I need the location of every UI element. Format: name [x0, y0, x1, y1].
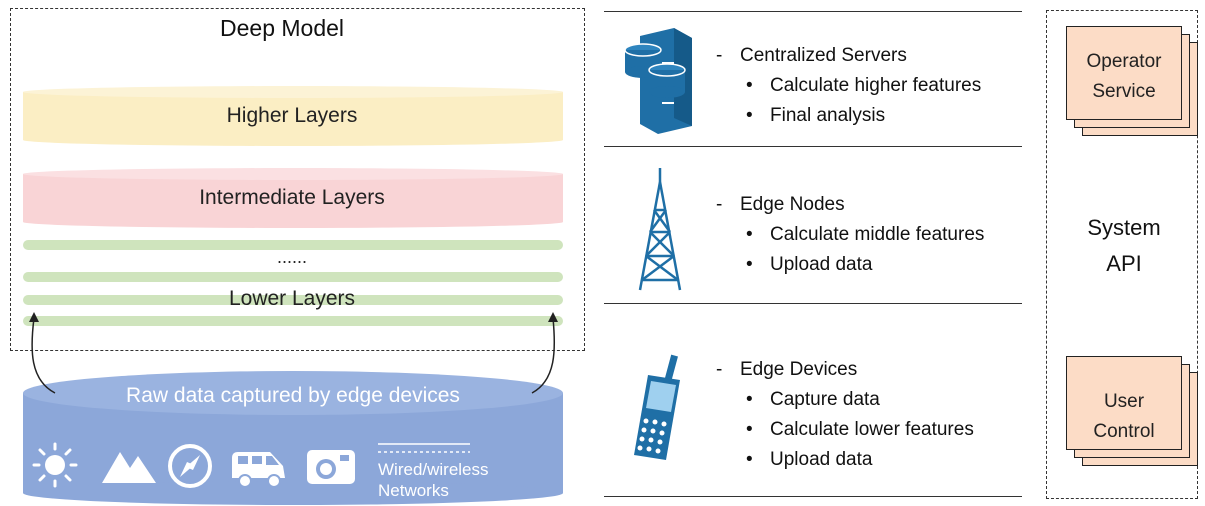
higher-layers-label: Higher Layers: [226, 104, 358, 127]
deep-model-box: [10, 8, 585, 351]
tier-divider-2: [604, 303, 1022, 304]
tier-bullet: Capture data: [740, 385, 974, 415]
tier-dash: -: [716, 359, 723, 380]
system-api-label: System API: [1066, 210, 1182, 282]
arrow-head-left: [29, 312, 39, 322]
tier-title: Centralized Servers: [740, 45, 907, 66]
system-api-box: [1046, 10, 1198, 499]
tier-bullet: Upload data: [740, 250, 984, 280]
compass-icon: [168, 444, 212, 488]
networks-label-line2: Networks: [378, 481, 449, 500]
tier-divider-1: [604, 146, 1022, 147]
operator-service-line2: Service: [1092, 81, 1156, 102]
system-api-line2: API: [1106, 251, 1142, 276]
tier-title: Edge Nodes: [740, 194, 845, 215]
intermediate-layers-disk: [23, 168, 563, 228]
tower-icon: [638, 168, 682, 291]
lower-layers-label: Lower Layers: [228, 287, 356, 310]
tier-bullet: Calculate higher features: [740, 71, 981, 101]
system-api-line1: System: [1087, 215, 1161, 240]
sun-icon: [32, 442, 78, 488]
networks-label-line1: Wired/wireless: [378, 460, 489, 479]
tier-edge-nodes: - Edge Nodes Calculate middle features U…: [716, 190, 984, 280]
network-lines: [378, 443, 470, 453]
tier-centralized-servers: - Centralized Servers Calculate higher f…: [716, 41, 981, 131]
tier-divider-top: [604, 11, 1022, 12]
user-control-line1: User: [1103, 391, 1145, 412]
deep-model-title: Deep Model: [220, 15, 345, 41]
tier-edge-devices: - Edge Devices Capture data Calculate lo…: [716, 355, 974, 475]
upload-arrows: [31, 317, 556, 394]
tier-dash: -: [716, 194, 723, 215]
lower-layers-disks: [23, 240, 563, 326]
camera-icon: [307, 450, 355, 484]
tier-dash: -: [716, 45, 723, 66]
tier-divider-bottom: [604, 496, 1022, 497]
raw-data-label: Raw data captured by edge devices: [126, 384, 460, 407]
operator-service-label: Operator Service: [1066, 47, 1182, 107]
server-icon: [624, 28, 692, 134]
tier-bullet: Upload data: [740, 445, 974, 475]
intermediate-layers-label: Intermediate Layers: [199, 186, 385, 209]
operator-service-line1: Operator: [1086, 51, 1162, 72]
user-control-label: User Control: [1066, 387, 1182, 447]
tier-bullet: Final analysis: [740, 101, 981, 131]
ellipsis-label: ......: [276, 247, 307, 267]
user-control-line2: Control: [1093, 421, 1155, 442]
higher-layers-disk: [23, 86, 563, 146]
van-icon: [232, 452, 285, 488]
phone-icon: [634, 354, 680, 460]
tier-title: Edge Devices: [740, 359, 858, 380]
user-control-card: [1066, 356, 1182, 450]
tier-bullet: Calculate lower features: [740, 415, 974, 445]
arrow-head-right: [548, 312, 558, 322]
mountains-icon: [102, 452, 156, 483]
operator-service-card: [1066, 26, 1182, 120]
tier-bullet: Calculate middle features: [740, 220, 984, 250]
